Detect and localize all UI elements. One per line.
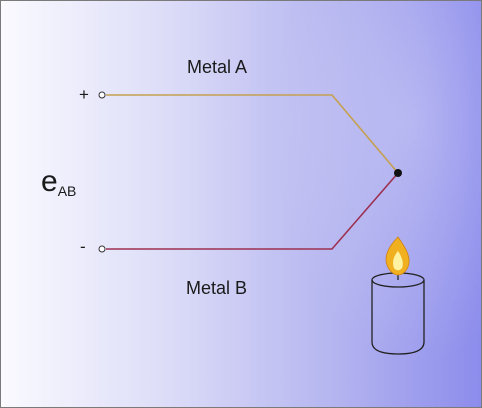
candle-icon (371, 236, 425, 355)
background-glow (251, 1, 481, 407)
emf-subscript: AB (57, 183, 77, 199)
metal-a-label: Metal A (187, 57, 248, 77)
metal-b-wire (106, 172, 399, 250)
metal-b-label: Metal B (186, 278, 248, 298)
negative-sign: - (80, 237, 86, 256)
positive-sign: + (79, 85, 89, 104)
positive-terminal (98, 91, 106, 99)
negative-terminal (98, 245, 106, 253)
junction-dot (394, 169, 402, 177)
metal-a-wire (106, 94, 399, 174)
emf-label: eAB (41, 165, 77, 200)
emf-symbol: e (41, 165, 58, 198)
